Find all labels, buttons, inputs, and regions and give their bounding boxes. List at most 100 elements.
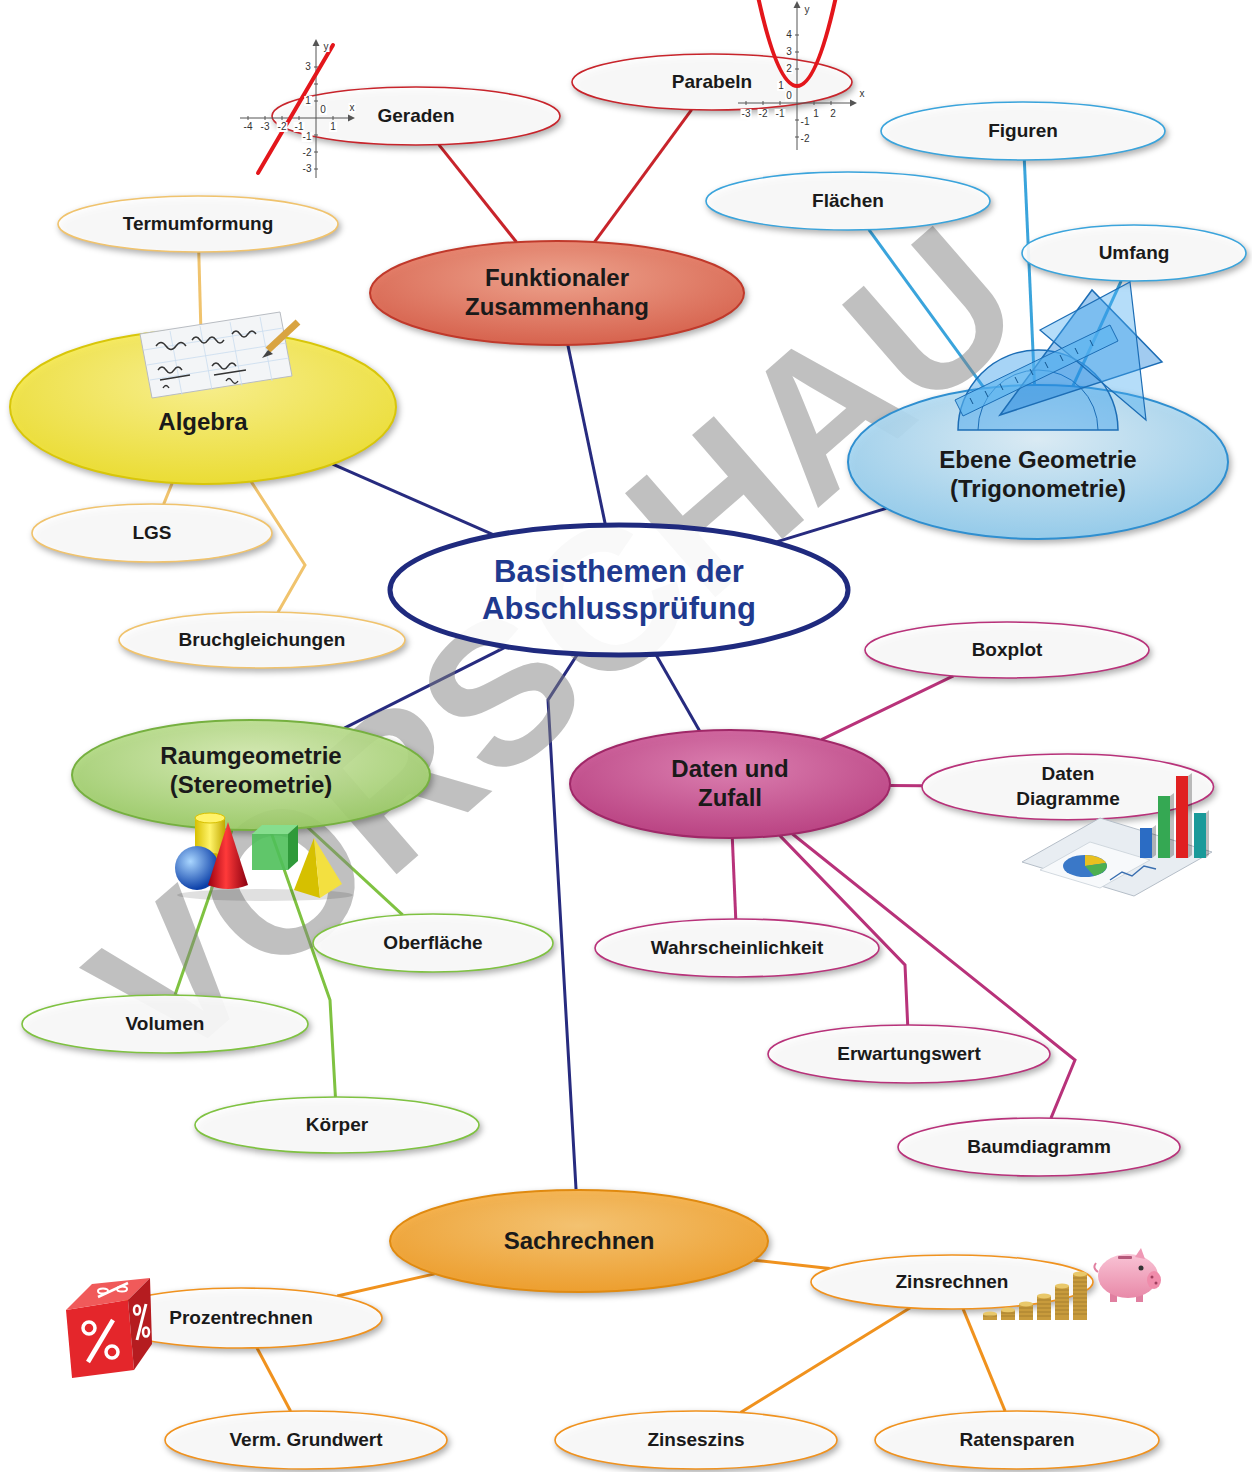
label-box: Bruchgleichungen: [119, 628, 405, 653]
node-label: Termumformung: [123, 212, 274, 237]
coins-and-piggy-bank: [983, 1278, 1087, 1316]
ellipse-shape: [195, 1097, 479, 1153]
label-box: Ratensparen: [875, 1428, 1159, 1453]
subtopic-ellipse: Flächen: [706, 172, 990, 230]
chart-picture: [1063, 855, 1107, 877]
ellipse-shape: [881, 102, 1165, 160]
axis-tick-label: 4: [785, 30, 793, 40]
parabola-graph: [738, 0, 857, 150]
algebra-paper: [140, 312, 298, 398]
axis-tick-label: -1: [302, 132, 313, 142]
solid-shapes: [288, 825, 298, 870]
connector-line: [164, 483, 173, 504]
coins-and-piggy-bank: [1019, 1302, 1033, 1307]
chart-picture: [1176, 776, 1188, 858]
ellipse-shape: [595, 919, 879, 977]
label-box: Boxplot: [865, 638, 1149, 663]
category-ellipse: Raumgeometrie (Stereometrie): [72, 720, 430, 830]
axis-tick-label: -1: [294, 122, 305, 132]
subtopic-ellipse: Erwartungswert: [768, 1025, 1050, 1083]
node-label: Sachrechnen: [504, 1227, 655, 1256]
subtopic-ellipse: Wahrscheinlichkeit: [595, 919, 879, 977]
percent-cube: [98, 1283, 128, 1297]
chart-picture: [1140, 828, 1152, 858]
label-box: Volumen: [22, 1012, 308, 1037]
label-box: Algebra: [10, 408, 396, 437]
axis-tick-label: -4: [243, 122, 254, 132]
coins-and-piggy-bank: [1073, 1274, 1087, 1320]
coins-and-piggy-bank: [1037, 1294, 1051, 1299]
ellipse-shape: [22, 995, 308, 1053]
node-label: Oberfläche: [383, 931, 482, 956]
geometry-tools: [955, 282, 1162, 430]
node-label: Daten und Zufall: [650, 755, 810, 813]
connector-line: [754, 1260, 830, 1268]
parabola-graph: [738, 103, 850, 104]
label-box: Ebene Geometrie (Trigonometrie): [848, 446, 1228, 504]
ellipse-shape: [272, 87, 560, 145]
coins-and-piggy-bank: [1094, 1263, 1098, 1272]
axis-tick-label: 1: [812, 109, 820, 119]
connector-line: [337, 1274, 434, 1296]
label-box: Körper: [195, 1113, 479, 1138]
label-box: Zinseszins: [555, 1428, 837, 1453]
axis-tick-label: 1: [304, 96, 312, 106]
geometry-tools: [970, 340, 1093, 404]
subtopic-ellipse: Zinseszins: [555, 1411, 837, 1469]
parabola-graph: [794, 1, 801, 8]
chart-picture: [1040, 842, 1150, 888]
node-label: Ratensparen: [959, 1428, 1074, 1453]
algebra-paper: [156, 331, 256, 350]
node-label: Daten Diagramme: [1003, 762, 1133, 811]
connector-line: [594, 110, 691, 242]
line-graph: [316, 46, 317, 178]
axis-tick-label: -2: [800, 134, 811, 144]
solid-shapes: [195, 813, 225, 823]
ellipse-shape: [370, 241, 744, 345]
connector-line: [822, 676, 954, 740]
ellipse-shape: [32, 504, 272, 562]
connector-line: [257, 1348, 291, 1411]
coins-and-piggy-bank: [1055, 1286, 1069, 1320]
ellipse-shape: [313, 914, 553, 972]
axis-tick-label: 3: [785, 47, 793, 57]
coins-and-piggy-bank: [1135, 1248, 1145, 1259]
solid-shapes: [314, 838, 342, 898]
label-box: LGS: [32, 521, 272, 546]
node-label: Ebene Geometrie (Trigonometrie): [913, 446, 1163, 504]
axis-tick-label: y: [804, 5, 811, 15]
chart-picture: [1085, 863, 1107, 876]
parabola-graph: [746, 35, 831, 137]
line-graph: [313, 39, 320, 46]
chart-picture: [1022, 773, 1212, 896]
ellipse-shape: [875, 1411, 1159, 1469]
connector-line: [333, 464, 495, 535]
subtopic-ellipse: Baumdiagramm: [898, 1118, 1180, 1176]
percent-cube: [106, 1346, 118, 1358]
percent-cube: [143, 1328, 149, 1337]
solid-shapes: [208, 822, 248, 889]
node-label: Bruchgleichungen: [179, 628, 346, 653]
axis-tick-label: -2: [302, 148, 313, 158]
ellipse-shape: [165, 1411, 447, 1469]
ellipse-shape: [390, 1190, 768, 1292]
label-box: Raumgeometrie (Stereometrie): [72, 742, 430, 800]
node-label: Basisthemen der Abschlussprüfung: [449, 553, 789, 627]
connector-line: [439, 145, 517, 243]
node-label: Verm. Grundwert: [229, 1428, 382, 1453]
subtopic-ellipse: Parabeln: [572, 54, 852, 110]
label-box: Erwartungswert: [768, 1042, 1050, 1067]
ellipse-shape: [72, 720, 430, 830]
connector-line: [548, 654, 578, 1190]
ellipse-shape: [119, 612, 405, 668]
line-graph: [240, 39, 355, 178]
node-label: Funktionaler Zusammenhang: [457, 264, 657, 322]
coins-and-piggy-bank: [1055, 1284, 1069, 1289]
node-label: Algebra: [158, 408, 247, 437]
percent-cube: [66, 1278, 152, 1378]
ellipse-shape: [1022, 225, 1246, 281]
subtopic-ellipse: Termumformung: [58, 196, 338, 252]
label-box: Wahrscheinlichkeit: [595, 936, 879, 961]
